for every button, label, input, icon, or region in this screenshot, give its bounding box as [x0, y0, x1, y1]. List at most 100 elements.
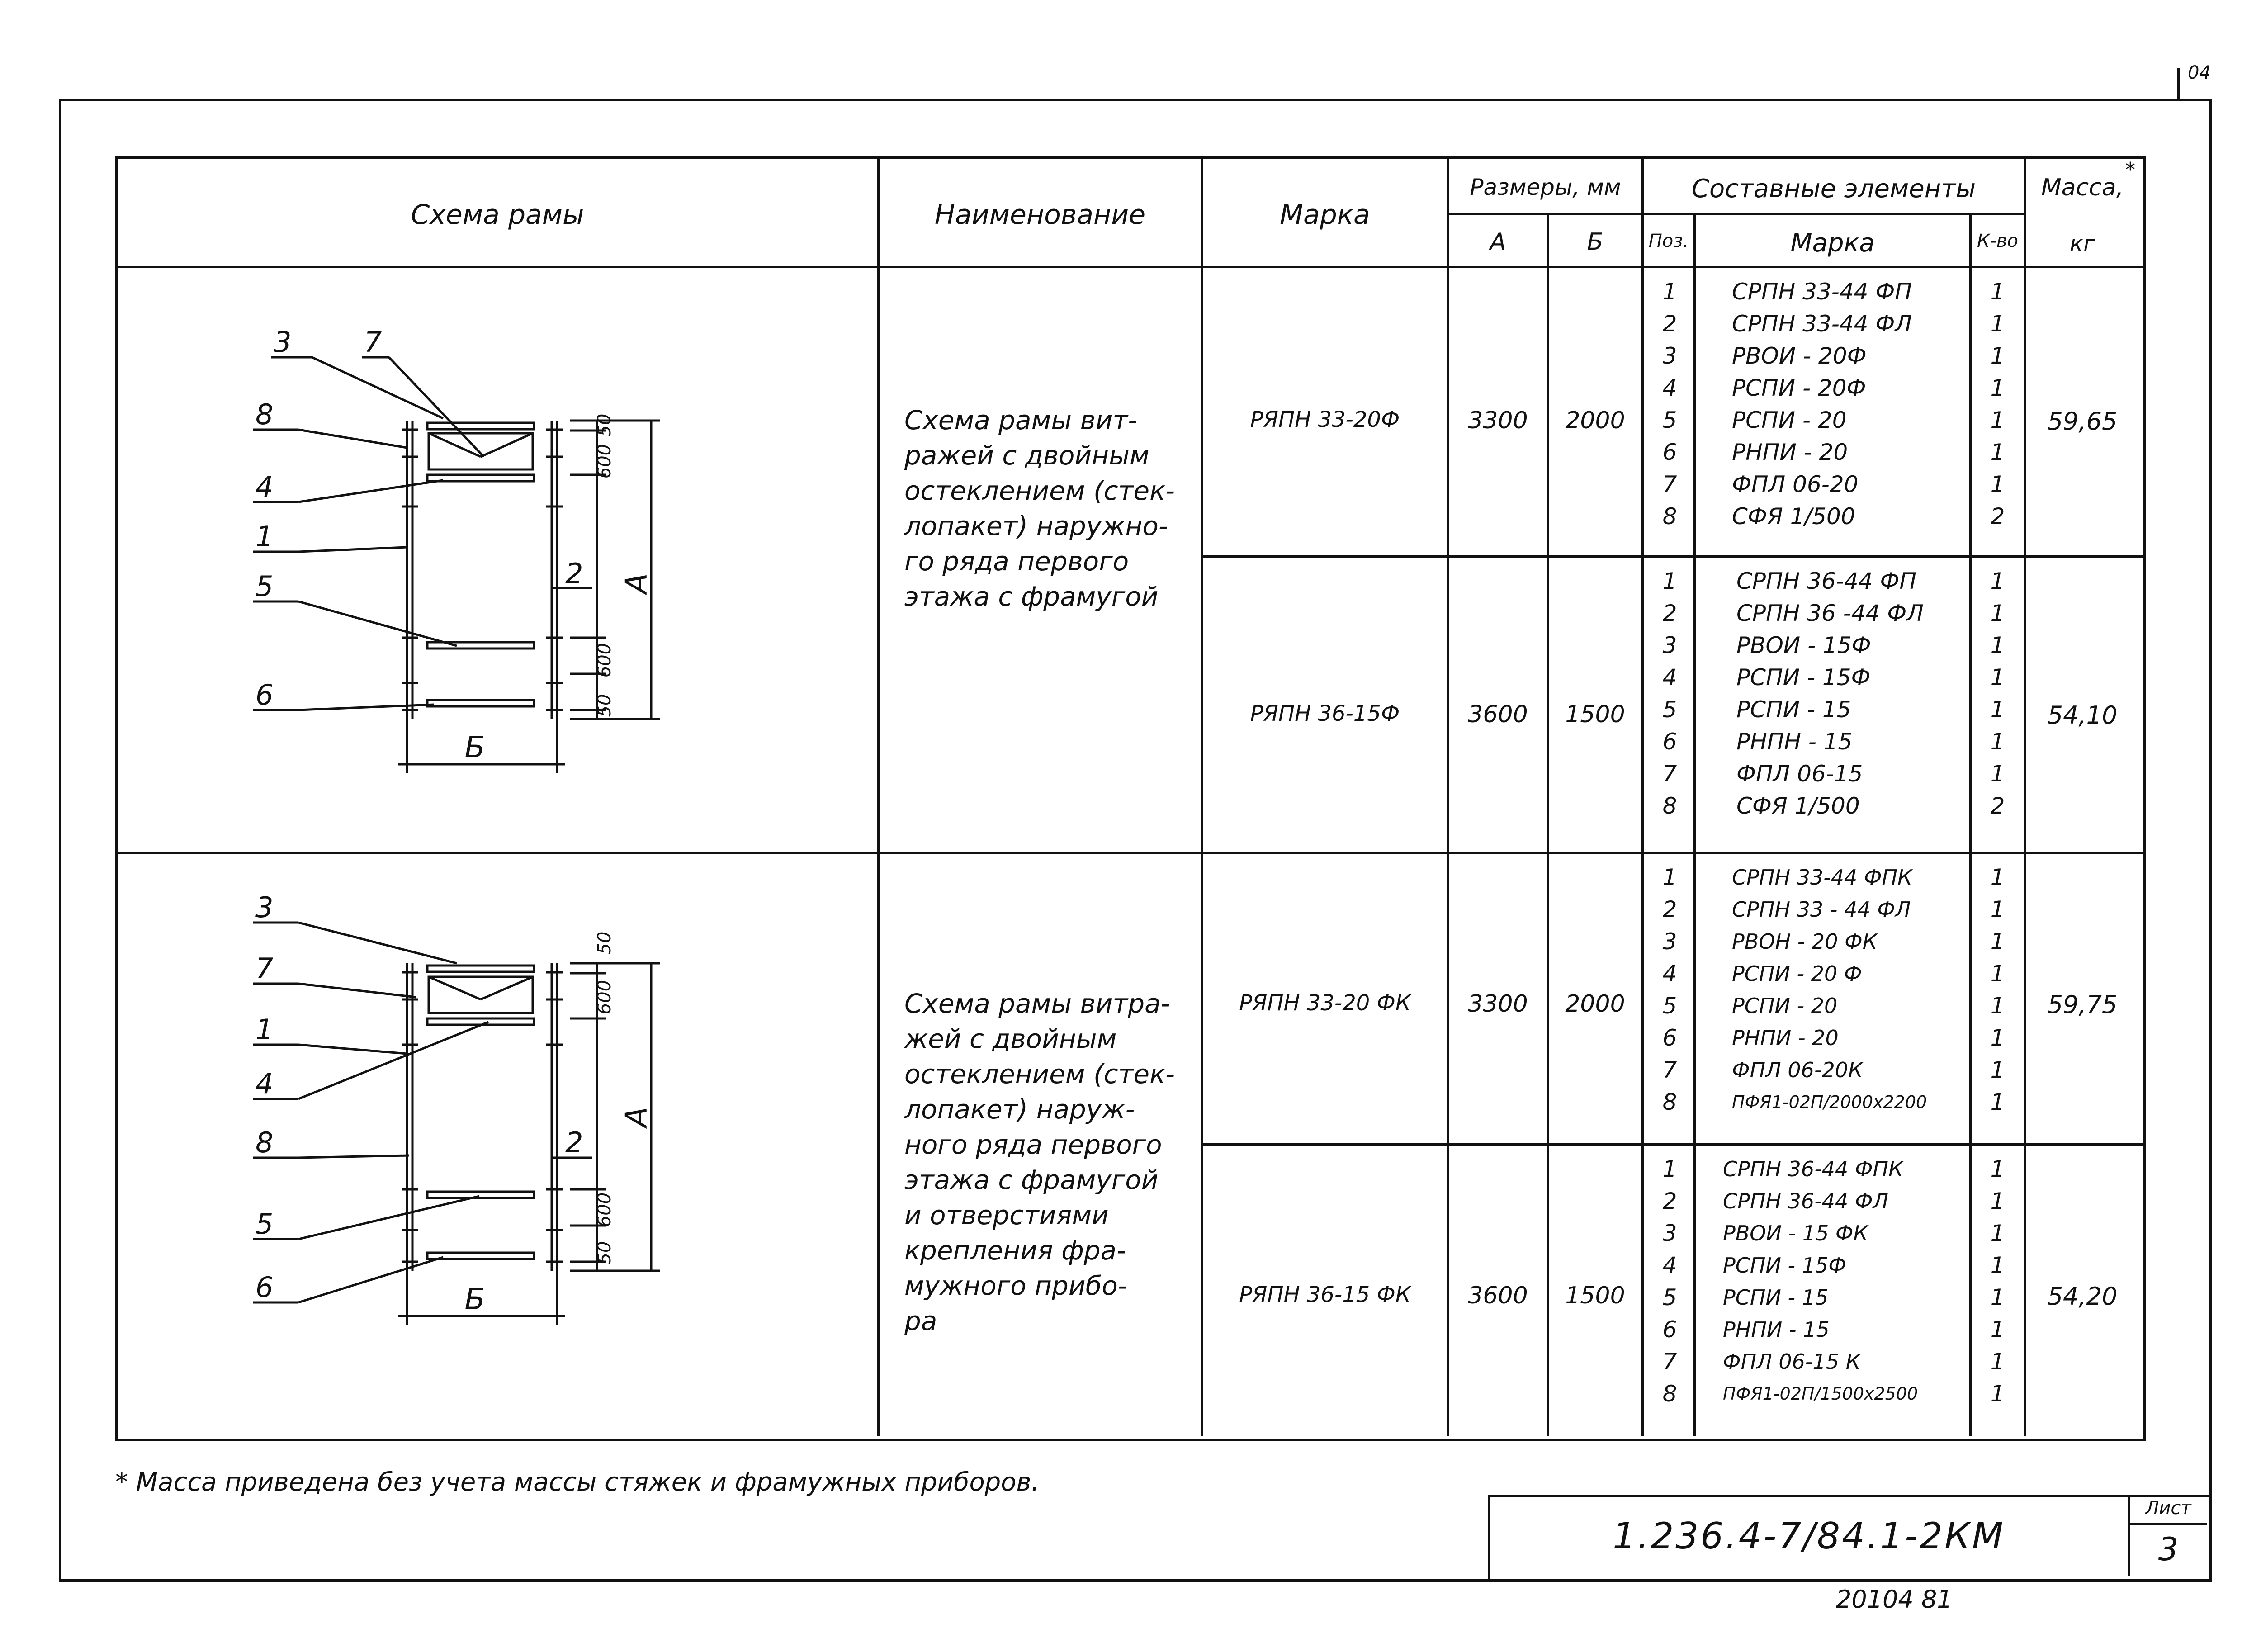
element-mark: РСПИ - 20 Ф — [1732, 961, 1862, 986]
element-mark: РНПН - 15 — [1736, 729, 1853, 755]
qty: 1 — [1990, 1349, 2005, 1375]
sheet-number: 3 — [2158, 1531, 2179, 1568]
element-mark: СРПН 33 - 44 ФЛ — [1732, 897, 1911, 922]
row-size-b: 2000 — [1565, 407, 1625, 434]
callout-2: 2 — [565, 1126, 583, 1159]
footnote: * Масса приведена без учета массы стяжек… — [115, 1467, 1040, 1497]
dim-600-top: 600 — [594, 980, 615, 1014]
pos: 2 — [1662, 311, 1677, 337]
pos: 7 — [1662, 1349, 1677, 1375]
header-mark: Марка — [1280, 199, 1370, 231]
row-pos-list: 1 2 3 4 5 6 7 8 — [1646, 1153, 1693, 1410]
qty: 1 — [1990, 1089, 2005, 1115]
dim-a-label: А — [619, 573, 654, 595]
row-mass: 59,65 — [2047, 407, 2118, 435]
element-mark: СФЯ 1/500 — [1732, 503, 1855, 530]
pos: 5 — [1662, 407, 1677, 433]
pos: 6 — [1662, 1025, 1677, 1051]
element-mark: РСПИ - 20Ф — [1732, 375, 1866, 401]
row-size-a: 3600 — [1468, 1282, 1528, 1309]
row-line — [1201, 555, 2143, 558]
pos: 2 — [1662, 600, 1677, 626]
qty: 1 — [1990, 1252, 2005, 1278]
row-mass: 54,10 — [2047, 701, 2118, 729]
pos: 7 — [1662, 471, 1677, 497]
element-mark: РВОИ - 15Ф — [1736, 632, 1871, 658]
qty: 1 — [1990, 664, 2005, 691]
pos: 2 — [1662, 896, 1677, 923]
qty: 2 — [1990, 793, 2005, 819]
pos: 4 — [1662, 664, 1677, 691]
bottom-note: 20104 81 — [1836, 1585, 1953, 1614]
element-mark: РСПИ - 15 — [1736, 696, 1851, 723]
element-mark: СРПН 33-44 ФП — [1732, 279, 1912, 305]
row-mass: 54,20 — [2047, 1282, 2118, 1311]
sheet-label: Лист — [2145, 1498, 2191, 1519]
qty: 1 — [1990, 1156, 2005, 1182]
pos: 6 — [1662, 1316, 1677, 1343]
header-mass: Масса, — [2041, 174, 2124, 201]
header-size-b: Б — [1587, 228, 1604, 256]
spec-table — [115, 156, 2146, 1441]
row-qty-list: 1 1 1 1 1 1 1 2 — [1972, 276, 2024, 533]
dim-600-top: 600 — [594, 444, 615, 478]
callout-6: 6 — [255, 678, 273, 711]
row-element-marks: СРПН 33-44 ФП СРПН 33-44 ФЛ РВОИ - 20Ф Р… — [1732, 276, 1912, 533]
callout-5: 5 — [255, 1207, 273, 1240]
pos: 6 — [1662, 729, 1677, 755]
element-mark: РНПИ - 20 — [1732, 439, 1848, 465]
header-name: Наименование — [934, 199, 1146, 231]
pos: 3 — [1662, 1220, 1677, 1246]
row-size-b: 1500 — [1565, 1282, 1625, 1309]
qty: 1 — [1990, 279, 2005, 305]
qty: 1 — [1990, 928, 2005, 955]
callout-7: 7 — [364, 326, 382, 359]
dim-600-bottom: 600 — [594, 1193, 615, 1227]
element-mark: РНПИ - 20 — [1732, 1026, 1839, 1050]
dim-50-top: 50 — [594, 414, 615, 437]
pos: 5 — [1662, 993, 1677, 1019]
qty: 1 — [1990, 1025, 2005, 1051]
header-bottom-line — [118, 266, 2143, 268]
header-elements: Составные элементы — [1691, 174, 1976, 204]
sheet-label-line — [2128, 1523, 2207, 1525]
col-line — [1641, 158, 1644, 1436]
qty: 1 — [1990, 729, 2005, 755]
pos: 4 — [1662, 375, 1677, 401]
pos: 1 — [1662, 279, 1677, 305]
pos: 3 — [1662, 632, 1677, 658]
qty: 1 — [1990, 311, 2005, 337]
qty: 1 — [1990, 375, 2005, 401]
element-mark: РСПИ - 15 — [1723, 1285, 1829, 1310]
callout-8: 8 — [255, 1126, 273, 1159]
element-mark: СРПН 36-44 ФЛ — [1723, 1189, 1889, 1213]
header-pos: Поз. — [1648, 231, 1689, 251]
col-line — [1969, 215, 1972, 1436]
dim-b-label: Б — [464, 1282, 485, 1316]
col-line — [1447, 158, 1449, 1436]
header-sizes: Размеры, мм — [1470, 174, 1621, 200]
qty: 1 — [1990, 632, 2005, 658]
pos: 3 — [1662, 928, 1677, 955]
row-pos-list: 1 2 3 4 5 6 7 8 — [1646, 565, 1693, 822]
dim-600-bottom: 600 — [594, 643, 615, 677]
element-mark: СРПН 33-44 ФПК — [1732, 865, 1912, 890]
pos: 3 — [1662, 343, 1677, 369]
qty: 1 — [1990, 1284, 2005, 1311]
callout-3: 3 — [274, 326, 291, 359]
element-mark: РСПИ - 15Ф — [1736, 664, 1871, 691]
element-mark: РНПИ - 15 — [1723, 1317, 1830, 1342]
corner-tick — [2177, 68, 2180, 99]
col-line — [2024, 158, 2026, 1436]
element-mark: РВОН - 20 ФК — [1732, 929, 1878, 954]
callout-2: 2 — [565, 557, 583, 590]
callout-1: 1 — [255, 520, 273, 553]
element-mark: РСПИ - 15Ф — [1723, 1253, 1846, 1278]
pos: 6 — [1662, 439, 1677, 465]
qty: 1 — [1990, 343, 2005, 369]
qty: 1 — [1990, 1057, 2005, 1083]
element-mark: РСПИ - 20 — [1732, 994, 1838, 1018]
row-qty-list: 1 1 1 1 1 1 1 1 — [1972, 1153, 2024, 1410]
header-schema: Схема рамы — [411, 199, 584, 231]
drawing-code: 1.236.4-7/84.1-2КМ — [1613, 1515, 2005, 1557]
